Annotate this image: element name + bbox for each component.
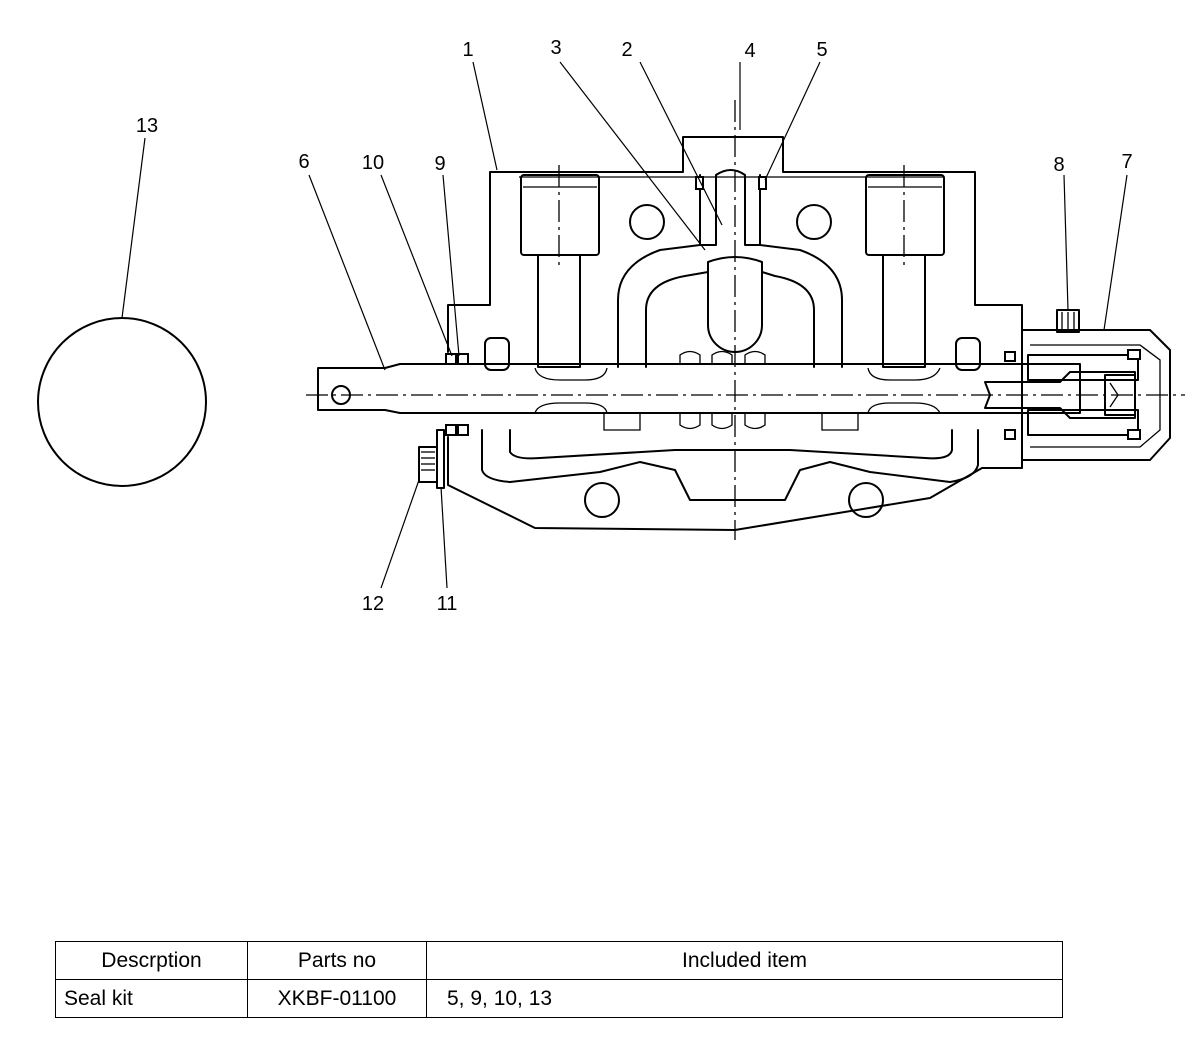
callout-1: 1	[462, 39, 473, 61]
callout-3: 3	[550, 37, 561, 59]
callout-12: 12	[362, 593, 384, 615]
header-description: Descrption	[55, 941, 248, 980]
callout-5: 5	[816, 39, 827, 61]
valve-body	[447, 136, 1023, 531]
callout-9: 9	[434, 153, 445, 175]
valve-cross-section-drawing: 1 2 3 4 5 6 7 8 9 10 11 12 13	[37, 37, 1185, 615]
cell-parts-no: XKBF-01100	[247, 979, 427, 1018]
callout-11: 11	[437, 593, 458, 615]
cell-description: Seal kit	[55, 979, 248, 1018]
callout-13: 13	[136, 115, 158, 137]
cap	[1021, 329, 1171, 461]
callout-10: 10	[362, 152, 384, 174]
table-row: Seal kit XKBF-01100 5, 9, 10, 13	[55, 979, 1063, 1018]
spool	[317, 363, 1081, 414]
o-ring-13	[37, 317, 207, 487]
callout-6: 6	[298, 151, 309, 173]
callout-7: 7	[1121, 151, 1132, 173]
header-parts-no: Parts no	[247, 941, 427, 980]
header-included-item: Included item	[426, 941, 1063, 980]
table-header-row: Descrption Parts no Included item	[55, 941, 1063, 980]
callout-2: 2	[621, 39, 632, 61]
cell-included-item: 5, 9, 10, 13	[426, 979, 1063, 1018]
callout-4: 4	[744, 40, 755, 62]
callout-8: 8	[1053, 154, 1064, 176]
seal-kit-table: Descrption Parts no Included item Seal k…	[55, 941, 1063, 1018]
